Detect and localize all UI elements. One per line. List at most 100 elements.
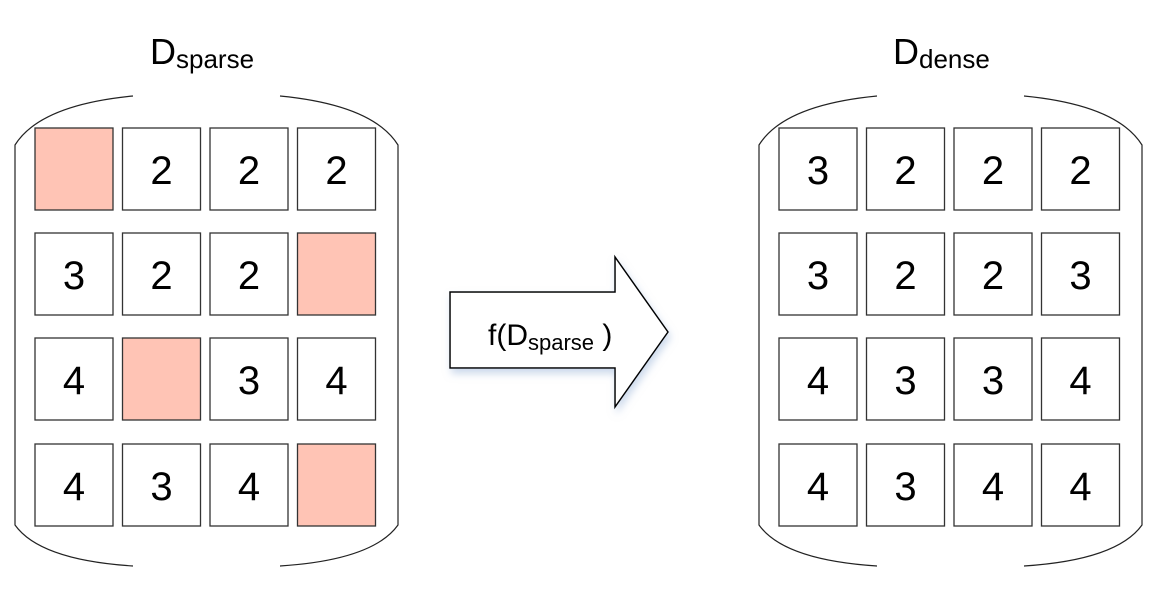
matrix-cell: 3 [209, 337, 289, 421]
matrix-cell: 3 [953, 337, 1033, 421]
missing-cell [121, 337, 202, 421]
arrow-label: f(Dsparse ) [488, 319, 612, 355]
cell-box [296, 127, 377, 211]
cell-value: 4 [1069, 465, 1091, 509]
sparse-title: Dsparse [150, 31, 254, 74]
cell-box [34, 443, 114, 527]
cell-value: 4 [63, 359, 85, 403]
cell-box [865, 127, 946, 211]
cell-value: 2 [982, 254, 1004, 298]
missing-cell [296, 443, 377, 527]
matrix-cell: 4 [34, 337, 114, 421]
cell-box [953, 443, 1033, 527]
cell-value: 2 [982, 149, 1004, 193]
matrix-cell: 2 [121, 232, 202, 316]
cell-value: 3 [982, 359, 1004, 403]
missing-cell [34, 127, 114, 211]
cell-box [778, 443, 858, 527]
cell-box [778, 127, 858, 211]
matrix-cell: 2 [953, 232, 1033, 316]
cell-value: 3 [150, 465, 172, 509]
matrix-cell: 4 [1040, 443, 1121, 527]
sparse-matrix-bracket [14, 95, 399, 567]
cell-box [121, 127, 202, 211]
cell-value: 3 [238, 359, 260, 403]
cell-value: 4 [807, 359, 829, 403]
cell-box [34, 232, 114, 316]
matrix-cell: 4 [296, 337, 377, 421]
matrix-cell: 2 [865, 127, 946, 211]
matrix-cell: 2 [209, 127, 289, 211]
matrix-cell: 2 [121, 127, 202, 211]
sparse-matrix: 2 2 2 3 2 2 4 3 4 4 3 4 [34, 127, 377, 527]
matrix-cell: 3 [778, 127, 858, 211]
cell-box [209, 337, 289, 421]
matrix-cell: 3 [865, 337, 946, 421]
cell-value: 4 [807, 465, 829, 509]
matrix-cell: 4 [1040, 337, 1121, 421]
cell-box [209, 127, 289, 211]
cell-value: 3 [63, 254, 85, 298]
cell-value: 4 [63, 465, 85, 509]
missing-cell [296, 232, 377, 316]
cell-value: 4 [982, 465, 1004, 509]
matrix-cell: 4 [778, 443, 858, 527]
cell-box [121, 337, 202, 421]
cell-value: 2 [238, 254, 260, 298]
cell-box [296, 337, 377, 421]
cell-box [865, 443, 946, 527]
cell-box [778, 232, 858, 316]
arrow-shape-icon [449, 254, 669, 410]
cell-box [1040, 127, 1121, 211]
cell-box [121, 232, 202, 316]
cell-box [296, 232, 377, 316]
matrix-cell: 3 [865, 443, 946, 527]
matrix-cell: 4 [209, 443, 289, 527]
cell-value: 2 [150, 149, 172, 193]
cell-value: 2 [325, 149, 347, 193]
matrix-cell: 4 [778, 337, 858, 421]
matrix-cell: 2 [1040, 127, 1121, 211]
cell-box [121, 443, 202, 527]
cell-value: 3 [1069, 254, 1091, 298]
cell-box [865, 337, 946, 421]
cell-box [778, 337, 858, 421]
transform-arrow: f(Dsparse ) [449, 254, 669, 410]
cell-value: 2 [894, 149, 916, 193]
cell-box [296, 443, 377, 527]
matrix-cell: 3 [778, 232, 858, 316]
matrix-cell: 2 [865, 232, 946, 316]
matrix-cell: 3 [1040, 232, 1121, 316]
cell-box [953, 337, 1033, 421]
cell-value: 3 [894, 359, 916, 403]
matrix-cell: 4 [34, 443, 114, 527]
dense-title: Ddense [893, 31, 990, 74]
cell-value: 2 [238, 149, 260, 193]
cell-box [1040, 337, 1121, 421]
cell-value: 2 [894, 254, 916, 298]
cell-value: 4 [325, 359, 347, 403]
matrix-cell: 3 [34, 232, 114, 316]
matrix-cell: 2 [296, 127, 377, 211]
cell-box [1040, 232, 1121, 316]
cell-value: 2 [150, 254, 172, 298]
cell-box [1040, 443, 1121, 527]
cell-value: 3 [807, 149, 829, 193]
cell-box [953, 232, 1033, 316]
matrix-cell: 3 [121, 443, 202, 527]
cell-box [865, 232, 946, 316]
dense-matrix-bracket [758, 95, 1143, 567]
cell-value: 3 [894, 465, 916, 509]
cell-box [34, 337, 114, 421]
matrix-cell: 4 [953, 443, 1033, 527]
cell-value: 2 [1069, 149, 1091, 193]
matrix-cell: 2 [209, 232, 289, 316]
cell-box [209, 443, 289, 527]
cell-box [953, 127, 1033, 211]
cell-box [209, 232, 289, 316]
cell-value: 4 [1069, 359, 1091, 403]
cell-value: 4 [238, 465, 260, 509]
matrix-cell: 2 [953, 127, 1033, 211]
